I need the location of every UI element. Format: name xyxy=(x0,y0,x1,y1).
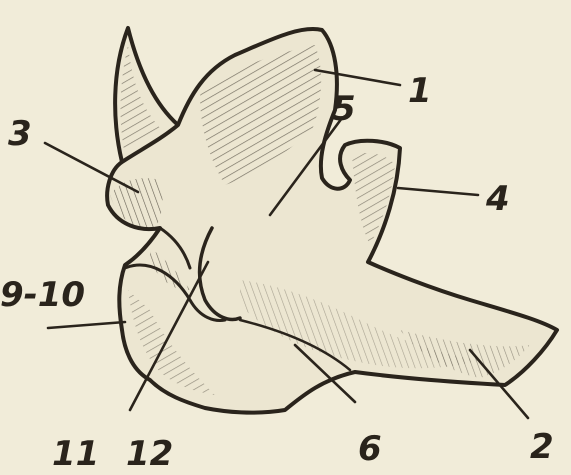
label-1: 1 xyxy=(408,71,432,111)
label-5: 5 xyxy=(332,89,356,129)
label-11: 11 xyxy=(52,434,99,474)
label-3: 3 xyxy=(8,114,32,154)
label-6: 6 xyxy=(358,429,382,469)
leader-910 xyxy=(48,322,125,328)
label-2: 2 xyxy=(530,427,554,467)
label-9-10: 9-10 xyxy=(0,275,85,315)
label-4: 4 xyxy=(485,179,510,219)
label-12: 12 xyxy=(126,434,173,474)
leader-4 xyxy=(398,188,478,195)
